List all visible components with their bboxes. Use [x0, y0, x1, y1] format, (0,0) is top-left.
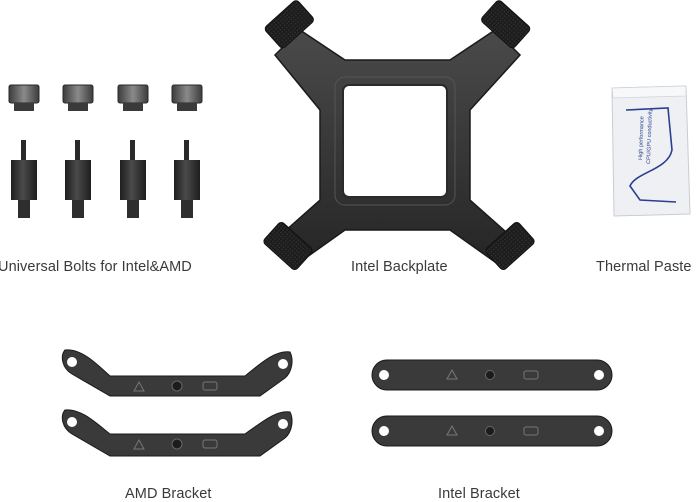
paste-packet-text-2: CPU/GPU conductivity: [646, 108, 654, 164]
standoff-bolt: [11, 140, 37, 218]
standoff-bolt: [65, 140, 91, 218]
thermal-paste-packet: High performance CPU/GPU conductivity: [611, 85, 691, 217]
backplate-label: Intel Backplate: [351, 259, 448, 275]
corner-pad: [481, 0, 531, 49]
thumb-nut: [171, 84, 203, 111]
intel-bracket: [371, 359, 613, 391]
standoff-bolt: [120, 140, 146, 218]
thumb-nut: [62, 84, 94, 111]
intel-bracket: [371, 415, 613, 447]
amd-bracket-label: AMD Bracket: [125, 486, 212, 502]
standoff-bolt: [174, 140, 200, 218]
thumb-nut: [8, 84, 40, 111]
thermal-paste-label: Thermal Paste: [596, 259, 692, 275]
thumb-nut: [117, 84, 149, 111]
corner-pad: [485, 222, 535, 270]
amd-bracket: [61, 349, 293, 397]
amd-bracket: [61, 409, 293, 457]
intel-backplate: [263, 0, 535, 270]
paste-packet-text-1: High performance: [638, 116, 646, 160]
corner-pad: [264, 0, 314, 49]
bolts-label: Universal Bolts for Intel&AMD: [0, 259, 192, 275]
corner-pad: [263, 222, 313, 270]
intel-bracket-label: Intel Bracket: [438, 486, 520, 502]
